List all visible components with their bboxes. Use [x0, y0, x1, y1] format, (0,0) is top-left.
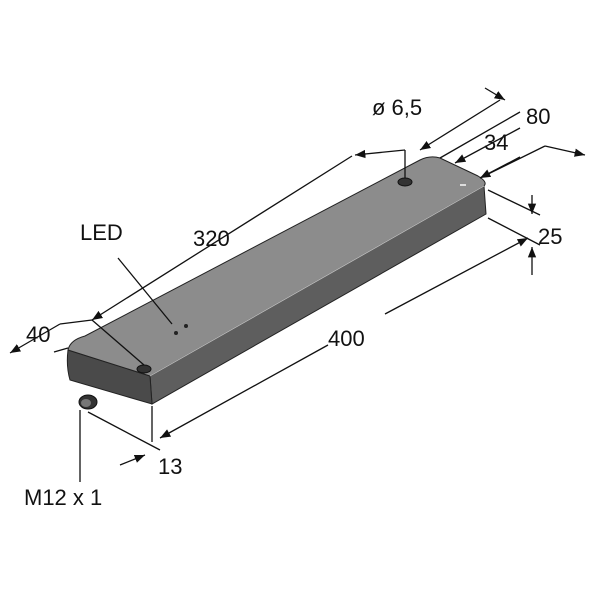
- led-indicator: [174, 331, 178, 335]
- label-width-80: 80: [526, 104, 550, 129]
- label-length-400: 400: [328, 326, 365, 351]
- mounting-hole-back: [397, 177, 413, 187]
- label-hole-diameter: ø 6,5: [372, 95, 422, 120]
- dimension-lines: [9, 87, 586, 482]
- led-indicator-2: [184, 324, 188, 328]
- label-end-40: 40: [26, 322, 50, 347]
- value-mark: [460, 184, 466, 186]
- label-hole-distance-320: 320: [193, 226, 230, 251]
- label-connector: M12 x 1: [24, 485, 102, 510]
- body-end-face: [66, 349, 153, 405]
- m12-connector: [78, 394, 98, 410]
- sensor-body: [66, 156, 487, 410]
- label-height-25: 25: [538, 224, 562, 249]
- mounting-hole-front: [136, 364, 152, 374]
- label-led: LED: [80, 220, 123, 245]
- label-connector-offset-13: 13: [158, 454, 182, 479]
- label-hole-spacing-34: 34: [484, 130, 508, 155]
- body-top-face: [67, 156, 486, 377]
